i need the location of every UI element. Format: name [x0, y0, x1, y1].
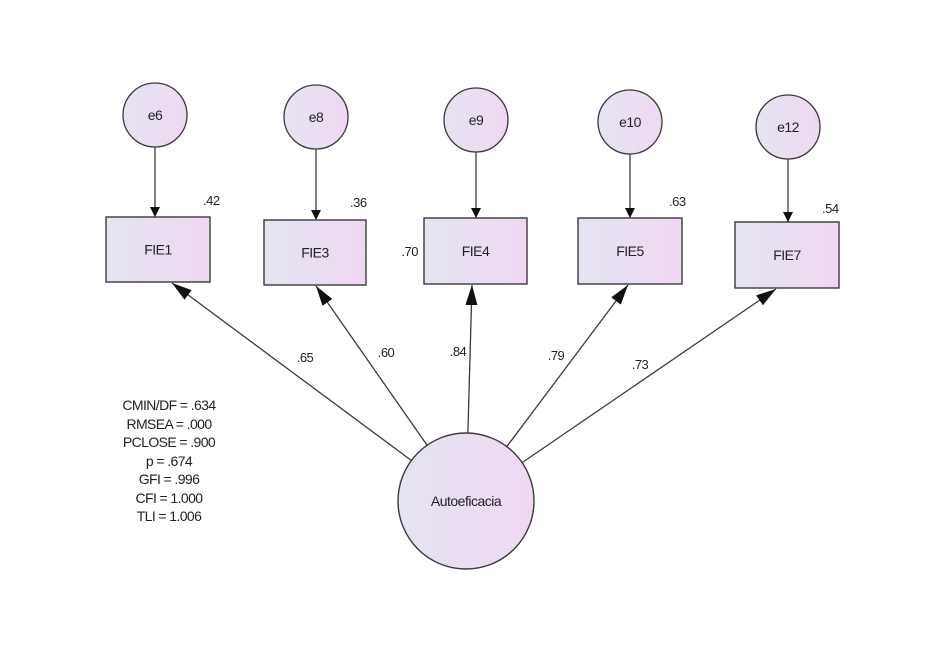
- r-squared-label-FIE1: .42: [203, 193, 220, 208]
- error-circle: [755, 94, 821, 160]
- error-label: e9: [469, 112, 484, 128]
- fit-index-line: GFI = .996: [138, 471, 200, 487]
- loading-label-FIE3: .60: [378, 345, 395, 360]
- r-squared-label-FIE5: .63: [669, 194, 686, 209]
- latent-label: Autoeficacia: [431, 493, 502, 509]
- indicator-node-FIE1: FIE1: [105, 216, 211, 283]
- loading-path-FIE3: [315, 285, 428, 446]
- error-node-e12: e12: [755, 94, 821, 160]
- r-squared-label-FIE3: .36: [350, 195, 367, 210]
- loading-label-FIE5: .79: [548, 348, 565, 363]
- error-label: e12: [777, 119, 800, 135]
- indicator-box: [105, 216, 211, 283]
- loading-label-FIE7: .73: [632, 357, 649, 372]
- indicator-label: FIE1: [144, 242, 172, 258]
- fit-index-line: PCLOSE = .900: [122, 434, 216, 450]
- error-circle: [443, 87, 509, 153]
- latent-circle: [397, 432, 535, 570]
- fit-index-line: CFI = 1.000: [135, 489, 204, 506]
- indicator-box: [263, 219, 367, 286]
- indicator-node-FIE5: FIE5: [577, 217, 683, 285]
- error-circle: [597, 89, 663, 155]
- indicator-label: FIE4: [462, 243, 490, 259]
- indicator-label: FIE5: [616, 243, 644, 259]
- error-node-e8: e8: [283, 84, 349, 150]
- loading-path-FIE5: [506, 284, 629, 447]
- indicator-label: FIE3: [301, 245, 329, 261]
- loading-label-FIE1: .65: [297, 350, 314, 365]
- loading-path-FIE4: [465, 284, 478, 434]
- loading-label-FIE4: .84: [450, 344, 467, 359]
- fit-index-line: TLI = 1.006: [136, 508, 202, 524]
- indicator-node-FIE7: FIE7: [734, 221, 840, 289]
- indicator-node-FIE4: FIE4: [423, 217, 528, 285]
- error-circle: [283, 84, 349, 150]
- error-node-e6: e6: [122, 82, 188, 148]
- indicator-box: [577, 217, 683, 285]
- fit-index-line: CMIN/DF = .634: [122, 397, 216, 413]
- error-label: e10: [619, 114, 642, 130]
- error-node-e9: e9: [443, 87, 509, 153]
- error-node-e10: e10: [597, 89, 663, 155]
- error-label: e6: [148, 107, 163, 123]
- fit-index-line: RMSEA = .000: [126, 415, 212, 432]
- fit-index-line: p = .674: [145, 452, 193, 469]
- indicator-box: [734, 221, 840, 289]
- r-squared-label-FIE7: .54: [822, 201, 839, 216]
- latent-node-Autoeficacia: Autoeficacia: [397, 432, 535, 570]
- indicator-node-FIE3: FIE3: [263, 219, 367, 286]
- r-squared-label-FIE4: .70: [401, 244, 418, 259]
- indicator-label: FIE7: [773, 247, 801, 263]
- loading-path-FIE7: [521, 288, 777, 464]
- loading-path-FIE1: [171, 282, 412, 462]
- error-circle: [122, 82, 188, 148]
- indicator-box: [423, 217, 528, 285]
- error-label: e8: [309, 109, 324, 125]
